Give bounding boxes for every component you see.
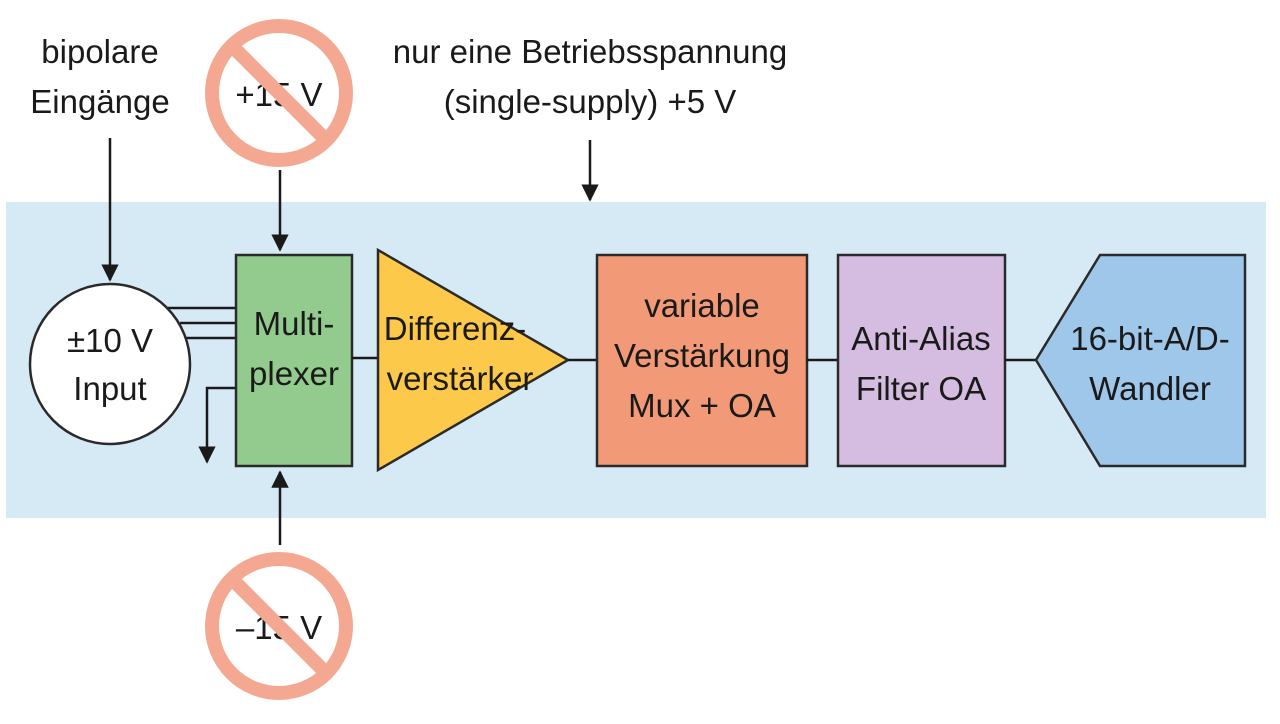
supply-label-line1: nur eine Betriebsspannung (393, 33, 787, 70)
multiplexer-label-line1: Multi- (254, 305, 335, 342)
diff-amp-triangle (376, 247, 571, 473)
bipolar-label-line2: Eingänge (30, 83, 169, 120)
anti-alias-block (836, 253, 1007, 468)
variable-gain-label-line3: Mux + OA (628, 387, 776, 424)
adc-label-line1: 16-bit-A/D- (1070, 320, 1230, 357)
input-return-arrow (198, 386, 236, 464)
neg15-slash (227, 574, 331, 678)
bipolar-label-line1: bipolare (41, 33, 158, 70)
adc-label-line2: Wandler (1089, 370, 1211, 407)
input-circle (28, 282, 192, 446)
no-neg15-icon (205, 552, 353, 700)
forbidden-pos15-sign: +15 V (205, 19, 353, 167)
diff-amp-label-line2: verstärker (387, 360, 534, 397)
multiplexer-block (234, 253, 354, 468)
supply-label-line2: (single-supply) +5 V (444, 83, 737, 120)
multiplexer-label-line2: plexer (249, 355, 339, 392)
forbidden-neg15-sign: –15 V (205, 552, 353, 700)
variable-gain-label-line2: Verstärkung (614, 337, 790, 374)
anti-alias-label-line2: Filter OA (856, 370, 986, 407)
variable-gain-label-line1: variable (644, 287, 760, 324)
input-label: Input (73, 370, 146, 407)
anti-alias-label-line1: Anti-Alias (851, 320, 990, 357)
no-pos15-icon (205, 19, 353, 167)
adc-block (1034, 253, 1247, 468)
pos15-slash (227, 41, 331, 145)
diff-amp-label-line1: Differenz- (384, 310, 526, 347)
input-voltage-label: ±10 V (67, 322, 153, 359)
